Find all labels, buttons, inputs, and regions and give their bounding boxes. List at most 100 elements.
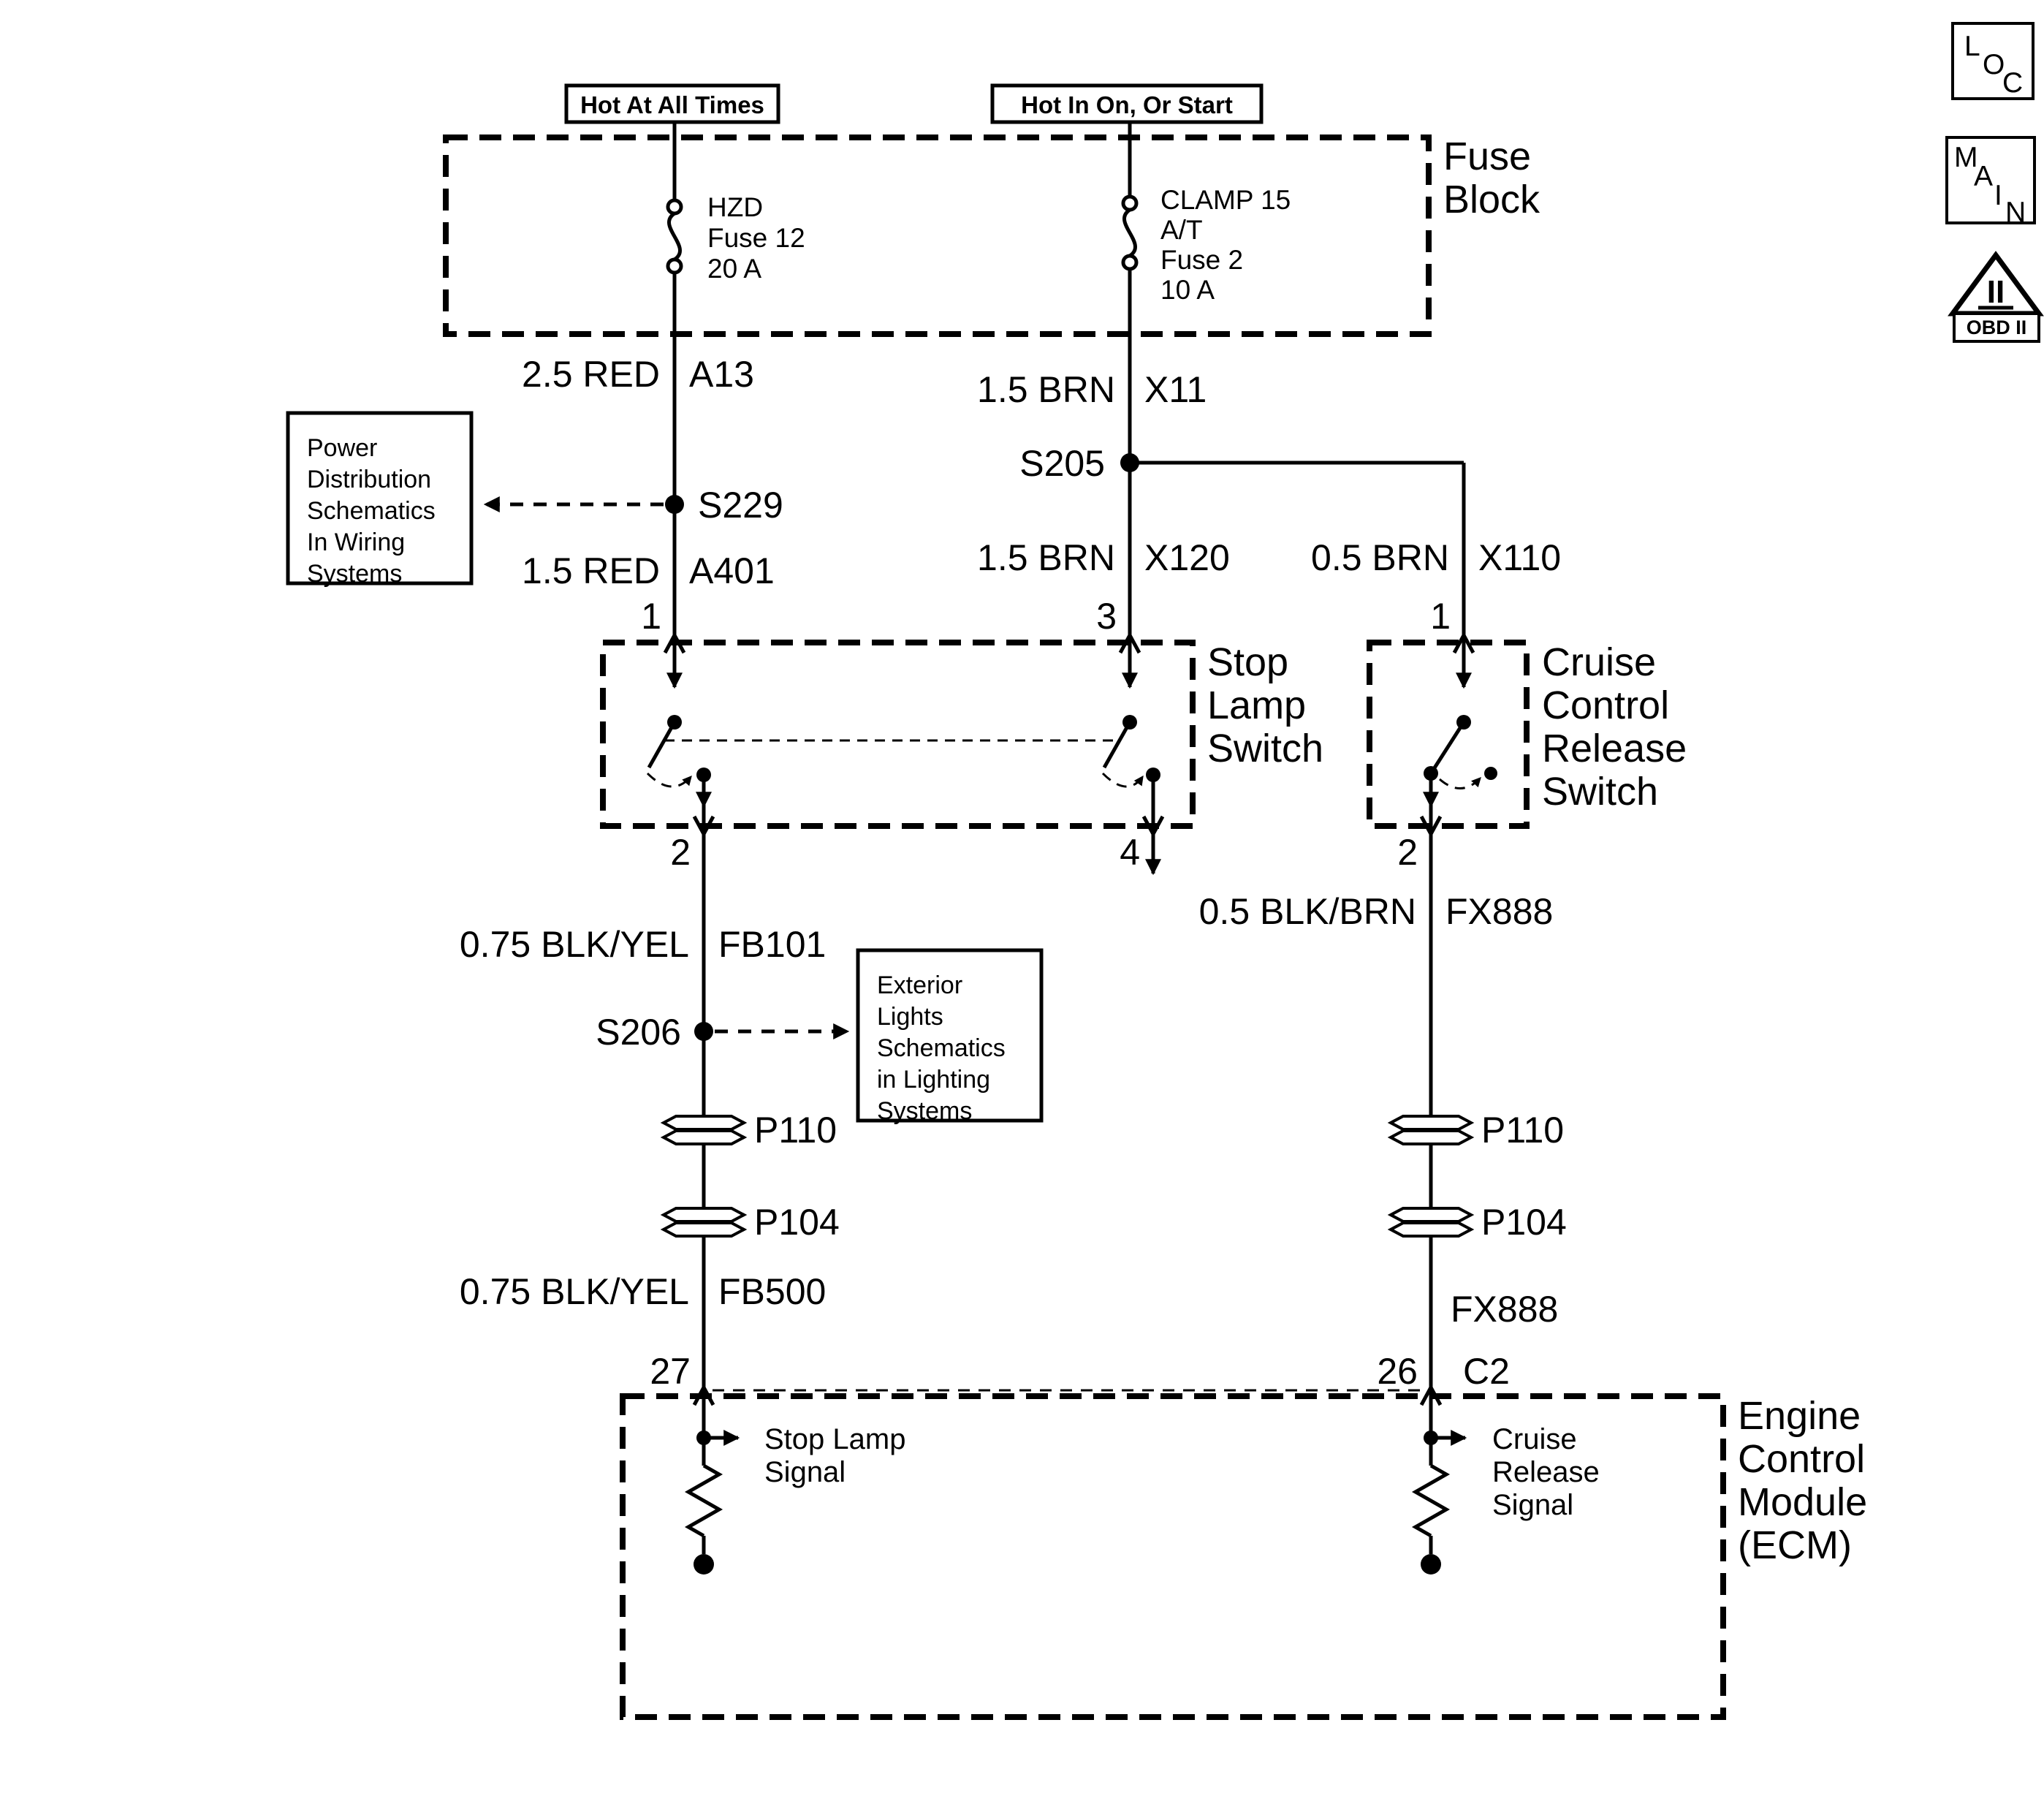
connector-symbol-icon bbox=[1387, 1115, 1475, 1131]
wire-labels: 2.5 RED A13 1.5 BRN X11 1.5 RED A401 1.5… bbox=[460, 354, 1561, 1330]
switch-lever-right bbox=[1102, 721, 1132, 769]
wire-circuit-fx888-lower: FX888 bbox=[1451, 1289, 1558, 1330]
wire-spec-a401: 1.5 RED bbox=[522, 550, 660, 591]
main-icon-box[interactable] bbox=[1945, 136, 2036, 224]
pin-ecm-left: 27 bbox=[650, 1351, 691, 1392]
cruise-release-signal-line1: Cruise bbox=[1492, 1423, 1577, 1455]
loc-letter-c: C bbox=[2002, 67, 2023, 99]
stop-lamp-signal-line2: Signal bbox=[764, 1456, 846, 1488]
switch-travel-arc-icon bbox=[646, 772, 693, 788]
wire-spec-fb500: 0.75 BLK/YEL bbox=[460, 1271, 689, 1312]
stop-lamp-signal-line1: Stop Lamp bbox=[764, 1423, 905, 1455]
main-icon[interactable]: M A I N bbox=[1945, 136, 2036, 228]
terminal-chevron-icon bbox=[1452, 631, 1475, 654]
fuse-left-label-line3: 20 A bbox=[707, 254, 761, 284]
fuse-left-element-icon bbox=[667, 211, 682, 262]
main-letter-i: I bbox=[1994, 180, 2002, 211]
stop-lamp-switch-label-line1: Stop bbox=[1207, 640, 1288, 684]
fuse-right-terminal-top bbox=[1121, 194, 1139, 212]
connector-symbol-icon bbox=[660, 1129, 748, 1145]
wire-circuit-a13: A13 bbox=[689, 354, 754, 395]
ref-exterior-lights[interactable]: Exterior Lights Schematics in Lighting S… bbox=[715, 948, 1044, 1125]
terminal-chevron-icon bbox=[1419, 1383, 1443, 1406]
loc-letter-o: O bbox=[1983, 49, 2005, 80]
splices: S229 S205 S206 bbox=[596, 443, 1139, 1053]
obd2-label-box bbox=[1953, 312, 2040, 343]
connector-right-p104-label: P104 bbox=[1481, 1202, 1567, 1243]
connector-symbol-icon bbox=[1387, 1207, 1475, 1223]
wire-circuit-x120: X120 bbox=[1144, 537, 1230, 578]
switch-contact-dot bbox=[1424, 766, 1438, 781]
hot-in-on-or-start-box bbox=[990, 83, 1264, 124]
obd2-icon[interactable]: II OBD II bbox=[1948, 251, 2044, 343]
pin-ecm-right: 26 bbox=[1377, 1351, 1418, 1392]
stop-lamp-switch: Stop Lamp Switch 1 3 2 4 bbox=[600, 596, 1323, 873]
fuse-left-terminal-top bbox=[666, 198, 683, 216]
pin-stop-in-right: 3 bbox=[1096, 596, 1117, 637]
pin-stop-out-right: 4 bbox=[1120, 832, 1140, 873]
connector-symbol-icon bbox=[1387, 1221, 1475, 1238]
ecm-label-line1: Engine bbox=[1738, 1394, 1861, 1438]
connector-left-p110-label: P110 bbox=[754, 1110, 837, 1151]
stop-lamp-switch-box bbox=[600, 640, 1196, 829]
cruise-switch-label-line2: Control bbox=[1542, 683, 1669, 727]
fuse-right-element-icon bbox=[1122, 208, 1137, 258]
switch-travel-arc-icon bbox=[1439, 776, 1482, 789]
power-feed-labels: Hot At All Times Hot In On, Or Start bbox=[564, 83, 1264, 124]
inline-connectors: P110 P104 P110 P104 bbox=[660, 1110, 1567, 1243]
pin-cruise-out: 2 bbox=[1397, 832, 1418, 873]
ref-power-distribution-line3: Schematics bbox=[307, 497, 436, 525]
obd2-label: OBD II bbox=[1967, 317, 2027, 338]
ground-dot-icon bbox=[694, 1554, 714, 1575]
ecm-label-line3: Module bbox=[1738, 1480, 1867, 1524]
ref-exterior-lights-line3: Schematics bbox=[877, 1034, 1006, 1062]
splice-s229-dot bbox=[665, 495, 684, 514]
ref-exterior-lights-box[interactable] bbox=[856, 948, 1044, 1123]
connector-symbol-icon bbox=[1387, 1129, 1475, 1145]
loc-letter-l: L bbox=[1964, 31, 1980, 62]
ground-dot-icon bbox=[1421, 1554, 1441, 1575]
pin-stop-in-left: 1 bbox=[641, 596, 661, 637]
main-letter-a: A bbox=[1974, 161, 1993, 192]
ref-power-distribution-line5: Systems bbox=[307, 560, 402, 588]
splice-s205-dot bbox=[1120, 453, 1139, 472]
hot-at-all-times-label: Hot At All Times bbox=[580, 91, 764, 118]
switch-contact-dot bbox=[1484, 767, 1497, 780]
ref-power-distribution[interactable]: Power Distribution Schematics In Wiring … bbox=[286, 411, 664, 588]
hot-at-all-times-box bbox=[564, 83, 780, 124]
cruise-release-signal-line2: Release bbox=[1492, 1456, 1600, 1488]
ref-power-distribution-box[interactable] bbox=[286, 411, 474, 586]
ref-power-distribution-line2: Distribution bbox=[307, 466, 431, 493]
fuse-block: Fuse Block HZD Fuse 12 20 A CLAMP 15 A/T… bbox=[443, 122, 1540, 337]
cruise-switch-label-line4: Switch bbox=[1542, 770, 1658, 814]
hot-in-on-or-start-label: Hot In On, Or Start bbox=[1021, 91, 1233, 118]
ref-power-distribution-line1: Power bbox=[307, 434, 377, 462]
fuse-right-label-line1: CLAMP 15 bbox=[1160, 185, 1291, 215]
wire-circuit-a401: A401 bbox=[689, 550, 775, 591]
wire-circuit-fb500: FB500 bbox=[718, 1271, 826, 1312]
wire-circuit-x11: X11 bbox=[1144, 369, 1207, 410]
pin-stop-out-left: 2 bbox=[670, 832, 691, 873]
fuse-block-label-line1: Fuse bbox=[1443, 134, 1531, 178]
wire-circuit-fx888-upper: FX888 bbox=[1445, 891, 1553, 932]
ecm-label-line2: Control bbox=[1738, 1437, 1865, 1481]
resistor-icon bbox=[1411, 1463, 1451, 1538]
ref-exterior-lights-line5: Systems bbox=[877, 1097, 972, 1125]
loc-icon-box[interactable] bbox=[1951, 22, 2034, 100]
fuse-right-label-line3: Fuse 2 bbox=[1160, 245, 1243, 275]
ecm-box bbox=[620, 1393, 1726, 1720]
wire-spec-a13: 2.5 RED bbox=[522, 354, 660, 395]
terminal-chevron-icon bbox=[692, 1383, 715, 1406]
fuse-left-label-line1: HZD bbox=[707, 192, 763, 222]
loc-icon[interactable]: L O C bbox=[1951, 22, 2034, 100]
main-letter-m: M bbox=[1954, 142, 1978, 173]
cruise-switch-label-line3: Release bbox=[1542, 727, 1687, 770]
ref-power-distribution-line4: In Wiring bbox=[307, 528, 405, 556]
stop-lamp-switch-label-line3: Switch bbox=[1207, 727, 1323, 770]
cruise-switch-lever bbox=[1432, 721, 1466, 770]
connector-left-p104-label: P104 bbox=[754, 1202, 840, 1243]
fuse-right-label-line2: A/T bbox=[1160, 215, 1203, 245]
switch-contact-dot bbox=[696, 768, 711, 782]
terminal-chevron-icon bbox=[1141, 815, 1165, 838]
connector-symbol-icon bbox=[660, 1221, 748, 1238]
